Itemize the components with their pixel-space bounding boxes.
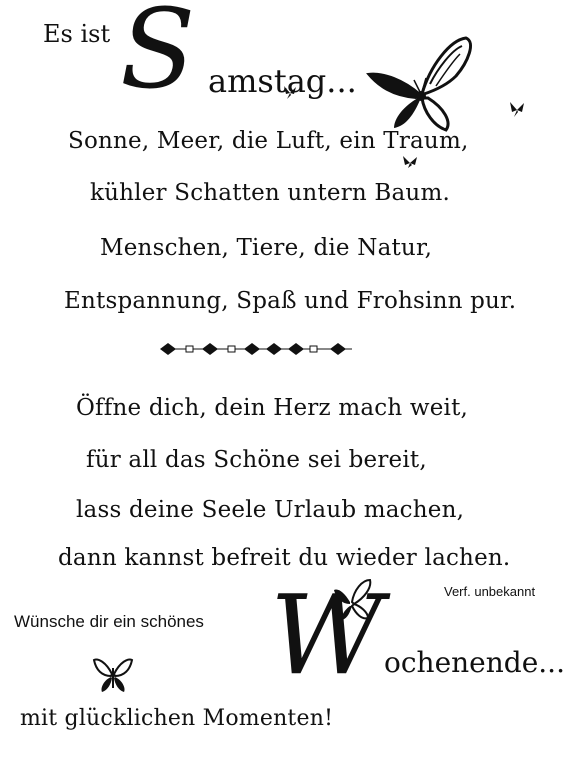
poem-line: Sonne, Meer, die Luft, ein Traum, [68,128,469,154]
poem-line: lass deine Seele Urlaub machen, [76,497,465,523]
wochenende-text: ochenende... [384,646,565,679]
poem-line: Menschen, Tiere, die Natur, [100,235,433,261]
author-credit: Verf. unbekannt [444,584,536,599]
closing-text: mit glücklichen Momenten! [20,706,334,731]
butterfly-icon [508,100,526,118]
wish-text: Wünsche dir ein schönes [14,612,204,631]
butterfly-icon [282,84,298,100]
butterfly-icon [402,155,418,169]
butterfly-icon [92,654,134,696]
poem-line: Öffne dich, dein Herz mach weit, [76,395,469,421]
poem-line: kühler Schatten untern Baum. [90,180,450,206]
poem-line: für all das Schöne sei bereit, [86,447,427,473]
poem-line: dann kannst befreit du wieder lachen. [58,545,511,571]
butterfly-icon [332,578,372,622]
poem-line: Entspannung, Spaß und Frohsinn pur. [64,288,517,314]
samstag-text: amstag... [208,62,357,100]
samstag-initial: S [120,0,196,113]
es-ist-text: Es ist [43,20,111,48]
butterfly-icon [364,36,476,132]
diamond-divider-icon [160,341,356,357]
wochenende-initial: W [270,571,384,699]
